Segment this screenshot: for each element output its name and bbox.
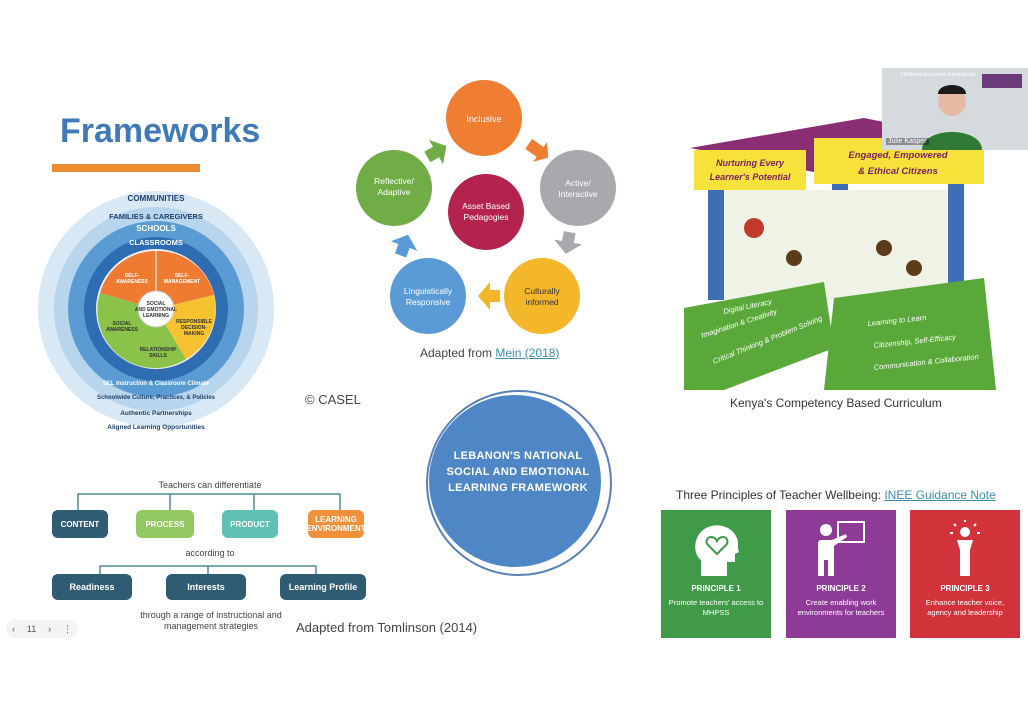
slide-number: 11 [26,624,37,634]
box-content: CONTENT [52,510,108,538]
mein-link[interactable]: Mein (2018) [495,346,560,360]
tomlinson-bottom-label: through a range of instructional and man… [140,610,282,631]
tomlinson-middle-label: according to [185,548,235,558]
svg-text:Learner's Potential: Learner's Potential [710,172,791,182]
slide-pager: ‹ 11 › ⋮ [6,620,78,638]
more-options-icon[interactable]: ⋮ [63,623,73,634]
svg-text:& Ethical Citizens: & Ethical Citizens [858,166,938,177]
box-readiness: Readiness [52,574,132,600]
box-learning-profile: Learning Profile [280,574,366,600]
svg-text:Engaged, Empowered: Engaged, Empowered [848,150,947,161]
tomlinson-top-label: Teachers can differentiate [158,480,262,490]
svg-text:AWARENESS: AWARENESS [106,327,139,333]
participant-video[interactable] [882,68,1028,150]
tomlinson-caption: Adapted from Tomlinson (2014) [296,620,478,635]
svg-text:RELATIONSHIP: RELATIONSHIP [140,347,178,353]
participant-avatar [882,68,1028,150]
svg-text:Interactive: Interactive [558,189,597,199]
svg-text:DECISION-: DECISION- [181,325,207,331]
svg-text:SEL Instruction & Classroom Cl: SEL Instruction & Classroom Climate [103,381,210,387]
svg-text:Reflective/: Reflective/ [374,176,414,186]
svg-text:AWARENESS: AWARENESS [116,279,149,285]
svg-text:SELF-: SELF- [125,273,140,279]
svg-text:Asset Based: Asset Based [462,201,510,211]
next-slide-button[interactable]: › [48,624,52,634]
asset-based-pedagogies-cycle: Inclusive Active/ Interactive Culturally… [356,80,616,334]
wellbeing-heading: Three Principles of Teacher Wellbeing: I… [676,488,996,502]
prev-slide-button[interactable]: ‹ [11,624,15,634]
casel-ring-classrooms: CLASSROOMS [129,238,183,247]
tomlinson-connectors [77,493,341,574]
box-interests: Interests [166,574,246,600]
mein-caption: Adapted from Mein (2018) [420,346,560,360]
svg-text:MAKING: MAKING [184,331,204,337]
kenya-caption: Kenya's Competency Based Curriculum [730,396,942,410]
principle-1-card: PRINCIPLE 1 Promote teachers' access to … [661,510,771,638]
svg-text:SOCIAL: SOCIAL [113,321,132,327]
org-logo-text: Childhood Education International [900,72,976,78]
svg-text:RESPONSIBLE: RESPONSIBLE [176,319,213,325]
inee-link[interactable]: INEE Guidance Note [884,488,996,502]
teacher-board-icon [818,521,865,576]
svg-text:Aligned Learning Opportunities: Aligned Learning Opportunities [107,424,205,431]
svg-text:informed: informed [525,297,558,307]
kenya-cbc-illustration: Nurturing Every Learner's Potential Enga… [684,118,996,390]
principle-2-card: PRINCIPLE 2 Create enabling work environ… [786,510,896,638]
svg-text:Inclusive: Inclusive [466,114,501,124]
svg-text:Authentic Partnerships: Authentic Partnerships [120,410,192,417]
svg-text:MANAGEMENT: MANAGEMENT [164,279,200,285]
person-light-icon [950,520,980,576]
casel-ring-schools: SCHOOLS [136,224,176,233]
svg-text:Active/: Active/ [565,178,591,188]
svg-text:Nurturing Every: Nurturing Every [716,158,785,168]
svg-text:Linguistically: Linguistically [404,286,453,296]
box-learning-environment: LEARNING ENVIRONMENT [306,510,366,538]
svg-text:AND EMOTIONAL: AND EMOTIONAL [135,307,177,313]
svg-text:SKILLS: SKILLS [149,353,167,359]
participant-name: Julie Kasper [886,138,929,145]
box-product: PRODUCT [222,510,278,538]
svg-text:SELF-: SELF- [175,273,190,279]
svg-text:Culturally: Culturally [524,286,560,296]
casel-credit: © CASEL [305,392,361,407]
lebanon-circle [426,390,612,576]
casel-ring-families: FAMILIES & CAREGIVERS [109,212,203,221]
svg-text:LEARNING: LEARNING [143,313,169,319]
title-underline [52,164,200,172]
head-heart-icon [695,525,739,576]
svg-text:Schoolwide Culture, Practices,: Schoolwide Culture, Practices, & Policie… [97,395,216,401]
svg-text:Responsive: Responsive [406,297,451,307]
svg-text:Pedagogies: Pedagogies [464,212,509,222]
casel-wheel: SOCIAL AND EMOTIONAL LEARNING COMMUNITIE… [38,191,274,431]
principle-3-card: PRINCIPLE 3 Enhance teacher voice, agenc… [910,510,1020,638]
page-title: Frameworks [60,112,261,150]
svg-text:Adaptive: Adaptive [377,187,410,197]
lebanon-framework-label: LEBANON'S NATIONAL SOCIAL AND EMOTIONAL … [446,450,590,494]
casel-center-label: SOCIAL [147,301,166,307]
casel-ring-communities: COMMUNITIES [128,194,186,203]
box-process: PROCESS [136,510,194,538]
